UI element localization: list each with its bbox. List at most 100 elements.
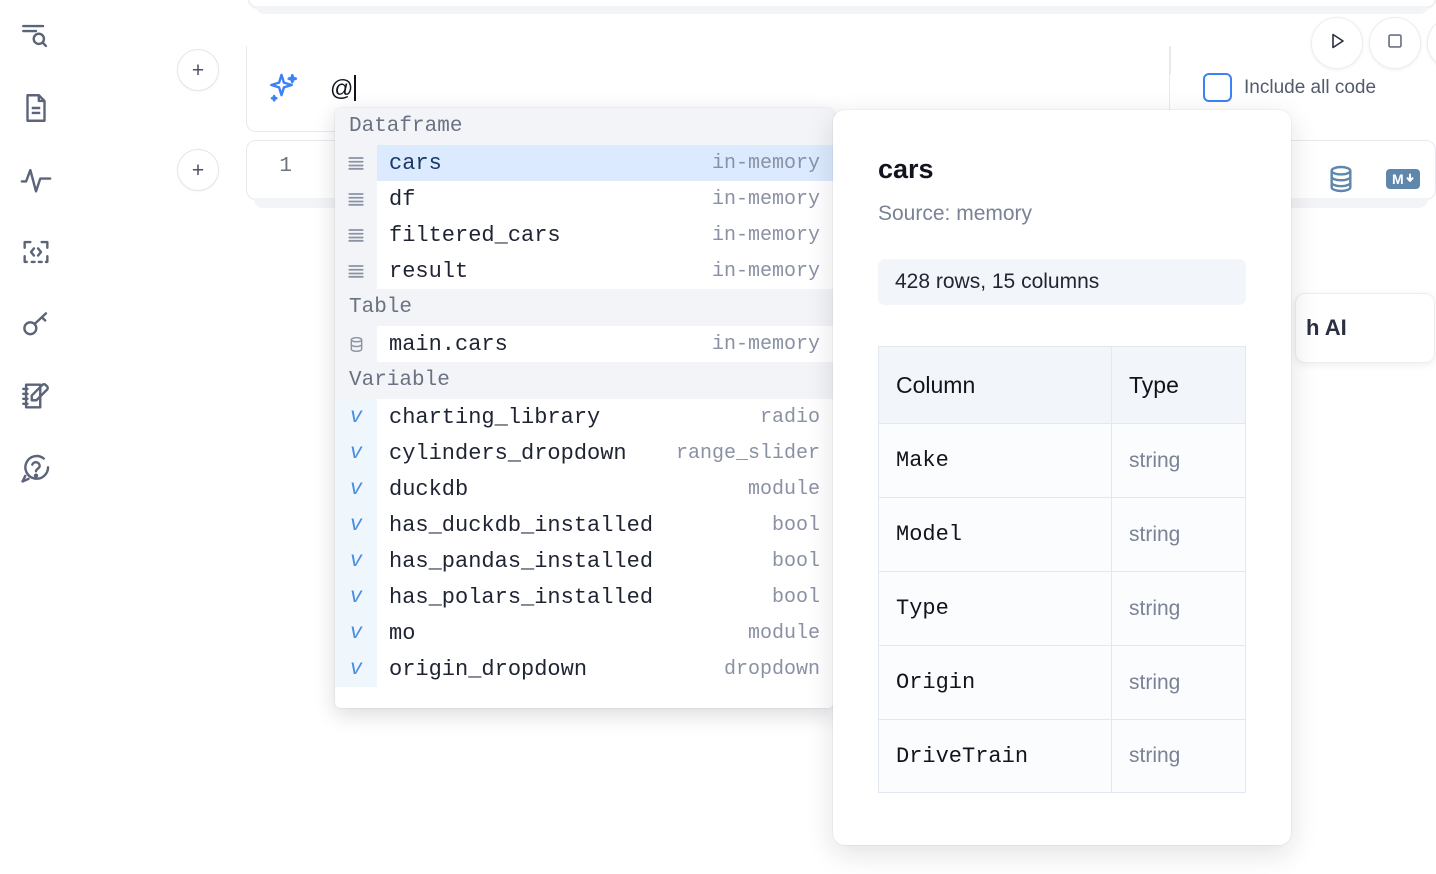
variable-icon: v	[335, 651, 377, 687]
dropdown-item-type: radio	[759, 405, 820, 429]
file-text-icon	[19, 91, 53, 125]
ai-prompt-input[interactable]: @	[330, 68, 830, 108]
dropdown-item-type: in-memory	[711, 259, 820, 283]
stop-square-icon	[1384, 30, 1406, 57]
table-row: DriveTrain string	[878, 719, 1246, 793]
sidebar-item-code[interactable]	[14, 230, 58, 274]
dataframe-icon	[335, 181, 377, 217]
include-all-code-checkbox[interactable]	[1203, 73, 1232, 102]
preview-shape-badge: 428 rows, 15 columns	[878, 259, 1246, 305]
cell-column-type: string	[1129, 670, 1181, 694]
sidebar-rail	[0, 0, 72, 874]
dropdown-item-name: mo	[389, 620, 416, 646]
dropdown-item-type: in-memory	[711, 151, 820, 175]
preview-title: cars	[878, 154, 934, 184]
include-all-code-label: Include all code	[1244, 76, 1377, 98]
dropdown-item-type: bool	[771, 513, 820, 537]
dropdown-item[interactable]: main.cars in-memory	[335, 326, 834, 362]
dropdown-item-type: bool	[771, 549, 820, 573]
plus-icon: +	[191, 58, 205, 82]
stop-button[interactable]	[1369, 17, 1421, 69]
cell-column-name: Origin	[879, 646, 1112, 719]
sidebar-item-activity[interactable]	[14, 158, 58, 202]
dropdown-item-type: module	[747, 621, 820, 645]
cell-column-type: string	[1129, 448, 1181, 472]
dropdown-item-type: bool	[771, 585, 820, 609]
dataframe-icon	[335, 217, 377, 253]
dropdown-section-header: Table	[335, 289, 834, 326]
preview-source: Source: memory	[878, 202, 1033, 225]
dataframe-icon	[335, 253, 377, 289]
ai-prompt-value: @	[330, 74, 354, 101]
cell-column-type: string	[1129, 596, 1181, 620]
dropdown-item-type: in-memory	[711, 187, 820, 211]
database-icon[interactable]	[1325, 163, 1357, 200]
svg-text:M: M	[1392, 171, 1404, 187]
variable-icon: v	[335, 399, 377, 435]
text-caret	[354, 75, 357, 101]
dropdown-item-type: in-memory	[711, 332, 820, 356]
column-header-column: Column	[879, 347, 1112, 423]
dropdown-item-name: has_duckdb_installed	[389, 512, 654, 538]
dropdown-item[interactable]: result in-memory	[335, 253, 834, 289]
dropdown-item[interactable]: v origin_dropdown dropdown	[335, 651, 834, 687]
include-all-code-row[interactable]: Include all code	[1203, 73, 1376, 102]
variable-icon: v	[335, 615, 377, 651]
help-chat-icon	[19, 451, 53, 485]
add-cell-button-top[interactable]: +	[177, 49, 219, 91]
plus-icon: +	[191, 158, 205, 182]
dataframe-preview-panel: cars Source: memory 428 rows, 15 columns…	[833, 110, 1291, 845]
cell-column-name: DriveTrain	[879, 720, 1112, 792]
dropdown-item-name: origin_dropdown	[389, 656, 588, 682]
cell-column-name: Make	[879, 424, 1112, 497]
previous-cell-shadow	[256, 6, 1428, 14]
sidebar-item-help[interactable]	[14, 446, 58, 490]
dropdown-item-name: filtered_cars	[389, 222, 561, 248]
variable-icon: v	[335, 579, 377, 615]
cell-action-icons: M	[1325, 163, 1421, 200]
dropdown-item-name: cars	[389, 150, 442, 176]
code-brackets-icon	[19, 235, 53, 269]
table-row: Make string	[878, 423, 1246, 497]
dropdown-item[interactable]: v has_polars_installed bool	[335, 579, 834, 615]
sidebar-item-scratchpad[interactable]	[14, 374, 58, 418]
dropdown-item[interactable]: v charting_library radio	[335, 399, 834, 435]
variable-icon: v	[335, 543, 377, 579]
table-row: Origin string	[878, 645, 1246, 719]
dropdown-item[interactable]: filtered_cars in-memory	[335, 217, 834, 253]
cell-column-type: string	[1129, 522, 1181, 546]
dropdown-section-header: Variable	[335, 362, 834, 399]
dropdown-item-name: main.cars	[389, 331, 508, 357]
generate-with-ai-card[interactable]: h AI	[1295, 293, 1435, 363]
dropdown-item[interactable]: v cylinders_dropdown range_slider	[335, 435, 834, 471]
add-cell-button-bottom[interactable]: +	[177, 149, 219, 191]
sidebar-item-file[interactable]	[14, 86, 58, 130]
divider	[1170, 46, 1171, 74]
dropdown-item[interactable]: cars in-memory	[335, 145, 834, 181]
dropdown-item-name: has_polars_installed	[389, 584, 654, 610]
dropdown-item-name: cylinders_dropdown	[389, 440, 627, 466]
dropdown-item-type: in-memory	[711, 223, 820, 247]
cell-column-type: string	[1129, 744, 1181, 767]
dropdown-item-type: range_slider	[675, 441, 820, 465]
notebook-pencil-icon	[19, 379, 53, 413]
variable-icon: v	[335, 435, 377, 471]
run-button[interactable]	[1311, 17, 1363, 69]
sidebar-item-search-outline[interactable]	[14, 14, 58, 58]
dropdown-item-type: dropdown	[723, 657, 820, 681]
dropdown-item-name: result	[389, 258, 469, 284]
sidebar-item-secrets[interactable]	[14, 302, 58, 346]
key-icon	[19, 307, 53, 341]
line-number: 1	[279, 155, 292, 178]
markdown-icon[interactable]: M	[1385, 166, 1421, 197]
dropdown-item-name: charting_library	[389, 404, 601, 430]
